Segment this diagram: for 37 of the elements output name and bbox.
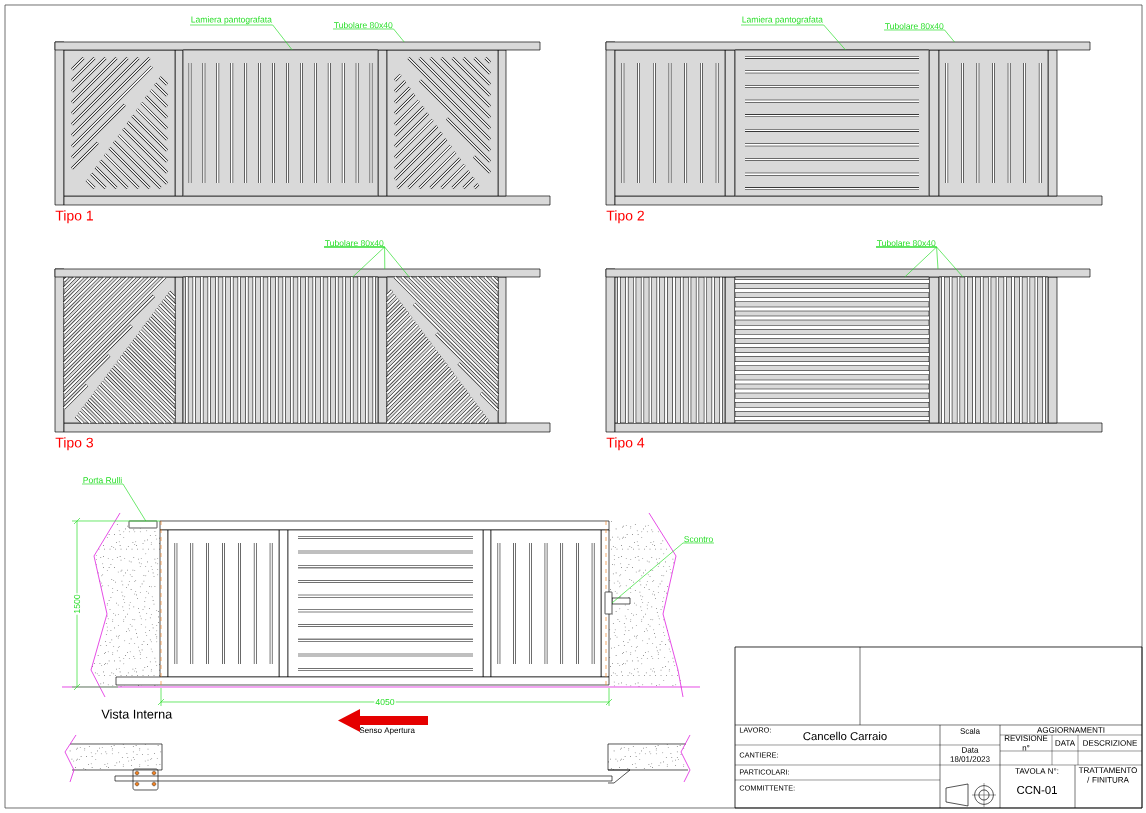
callout-label: Tubolare 80x40 (877, 239, 936, 247)
leader-line (323, 246, 410, 278)
dimension-text: 4050 (374, 697, 396, 707)
column-heading: TRATTAMENTO / FINITURA (1078, 767, 1137, 783)
roller-bracket (128, 520, 158, 529)
field-value: CCN-01 (1017, 786, 1057, 794)
gate-stop (604, 591, 613, 615)
field-value: Cancello Carraio (803, 731, 887, 741)
gate-caption: Tipo 4 (606, 437, 645, 451)
column-heading: DESCRIZIONE (1083, 740, 1137, 746)
column-heading: AGGIORNAMENTI (1037, 727, 1105, 733)
callout-label: Tubolare 80x40 (885, 22, 944, 30)
leader-line (332, 28, 405, 43)
callout-label: Scontro (684, 536, 713, 543)
field-label: TAVOLA N°: (1015, 768, 1059, 774)
field-label: Scala (960, 728, 980, 734)
callout-label: Tubolare 80x40 (334, 21, 393, 29)
callout-label: Lamiera pantografata (742, 16, 823, 25)
leader-line (875, 246, 964, 278)
gate-caption: Tipo 1 (55, 210, 93, 224)
column-heading: REVISIONE n° (1004, 735, 1048, 751)
callout-label: Tubolare 80x40 (325, 239, 384, 247)
arrow-label: Senso Apertura (359, 727, 415, 735)
callout-label: Lamiera pantografata (191, 16, 272, 25)
leader-line (740, 24, 846, 51)
gate-caption: Tipo 3 (55, 437, 94, 451)
leader-line (81, 483, 147, 522)
leader-line (611, 542, 715, 604)
dimension-text: 1500 (72, 593, 82, 615)
view-title: Vista Interna (101, 709, 173, 719)
field-value: 18/01/2023 (950, 756, 990, 762)
callout-label: Porta Rulli (83, 476, 122, 484)
field-label: Data (962, 747, 979, 753)
column-heading: DATA (1055, 740, 1076, 746)
leader-line (883, 29, 955, 43)
leader-line (189, 24, 293, 51)
gate-caption: Tipo 2 (606, 210, 644, 224)
